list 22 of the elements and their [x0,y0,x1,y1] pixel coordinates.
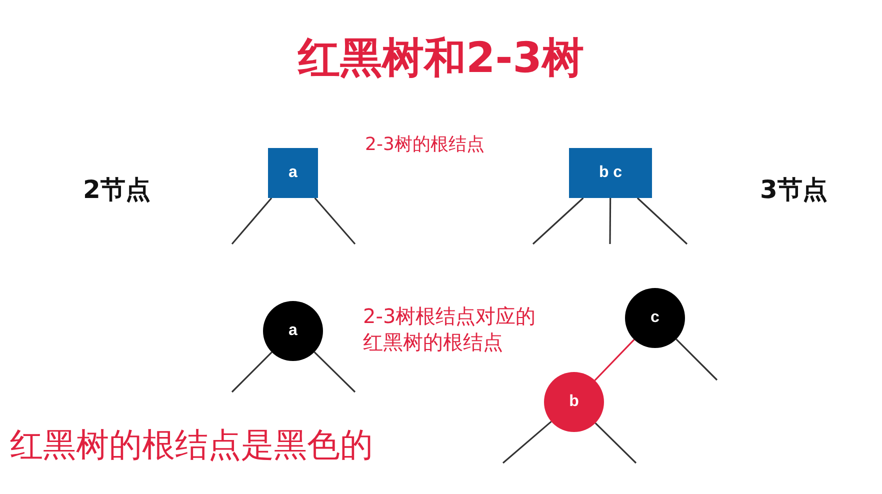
tree-node-box: b c [569,148,652,198]
branch-line [314,197,356,245]
tree-node-box: a [268,148,318,198]
annotation-text: 3节点 [760,174,828,206]
branch-line [676,338,718,381]
tree-node-circle: b [544,372,604,432]
annotation-text: 2-3树的根结点 [365,133,484,156]
branch-line [594,339,635,381]
branch-line [636,197,688,245]
note-text: 红黑树的根结点是黑色的 [10,424,373,466]
annotation-text: 2节点 [83,174,150,206]
branch-line [594,422,637,464]
tree-node-circle: c [625,288,685,348]
annotation-text: 2-3树根结点对应的红黑树的根结点 [363,303,537,355]
title: 红黑树和2-3树 [298,33,584,82]
branch-line [231,352,272,393]
branch-line [231,197,272,245]
branch-line [609,198,612,244]
branch-line [314,351,356,393]
branch-line [532,197,584,245]
branch-line [502,420,552,464]
tree-node-circle: a [263,301,323,361]
